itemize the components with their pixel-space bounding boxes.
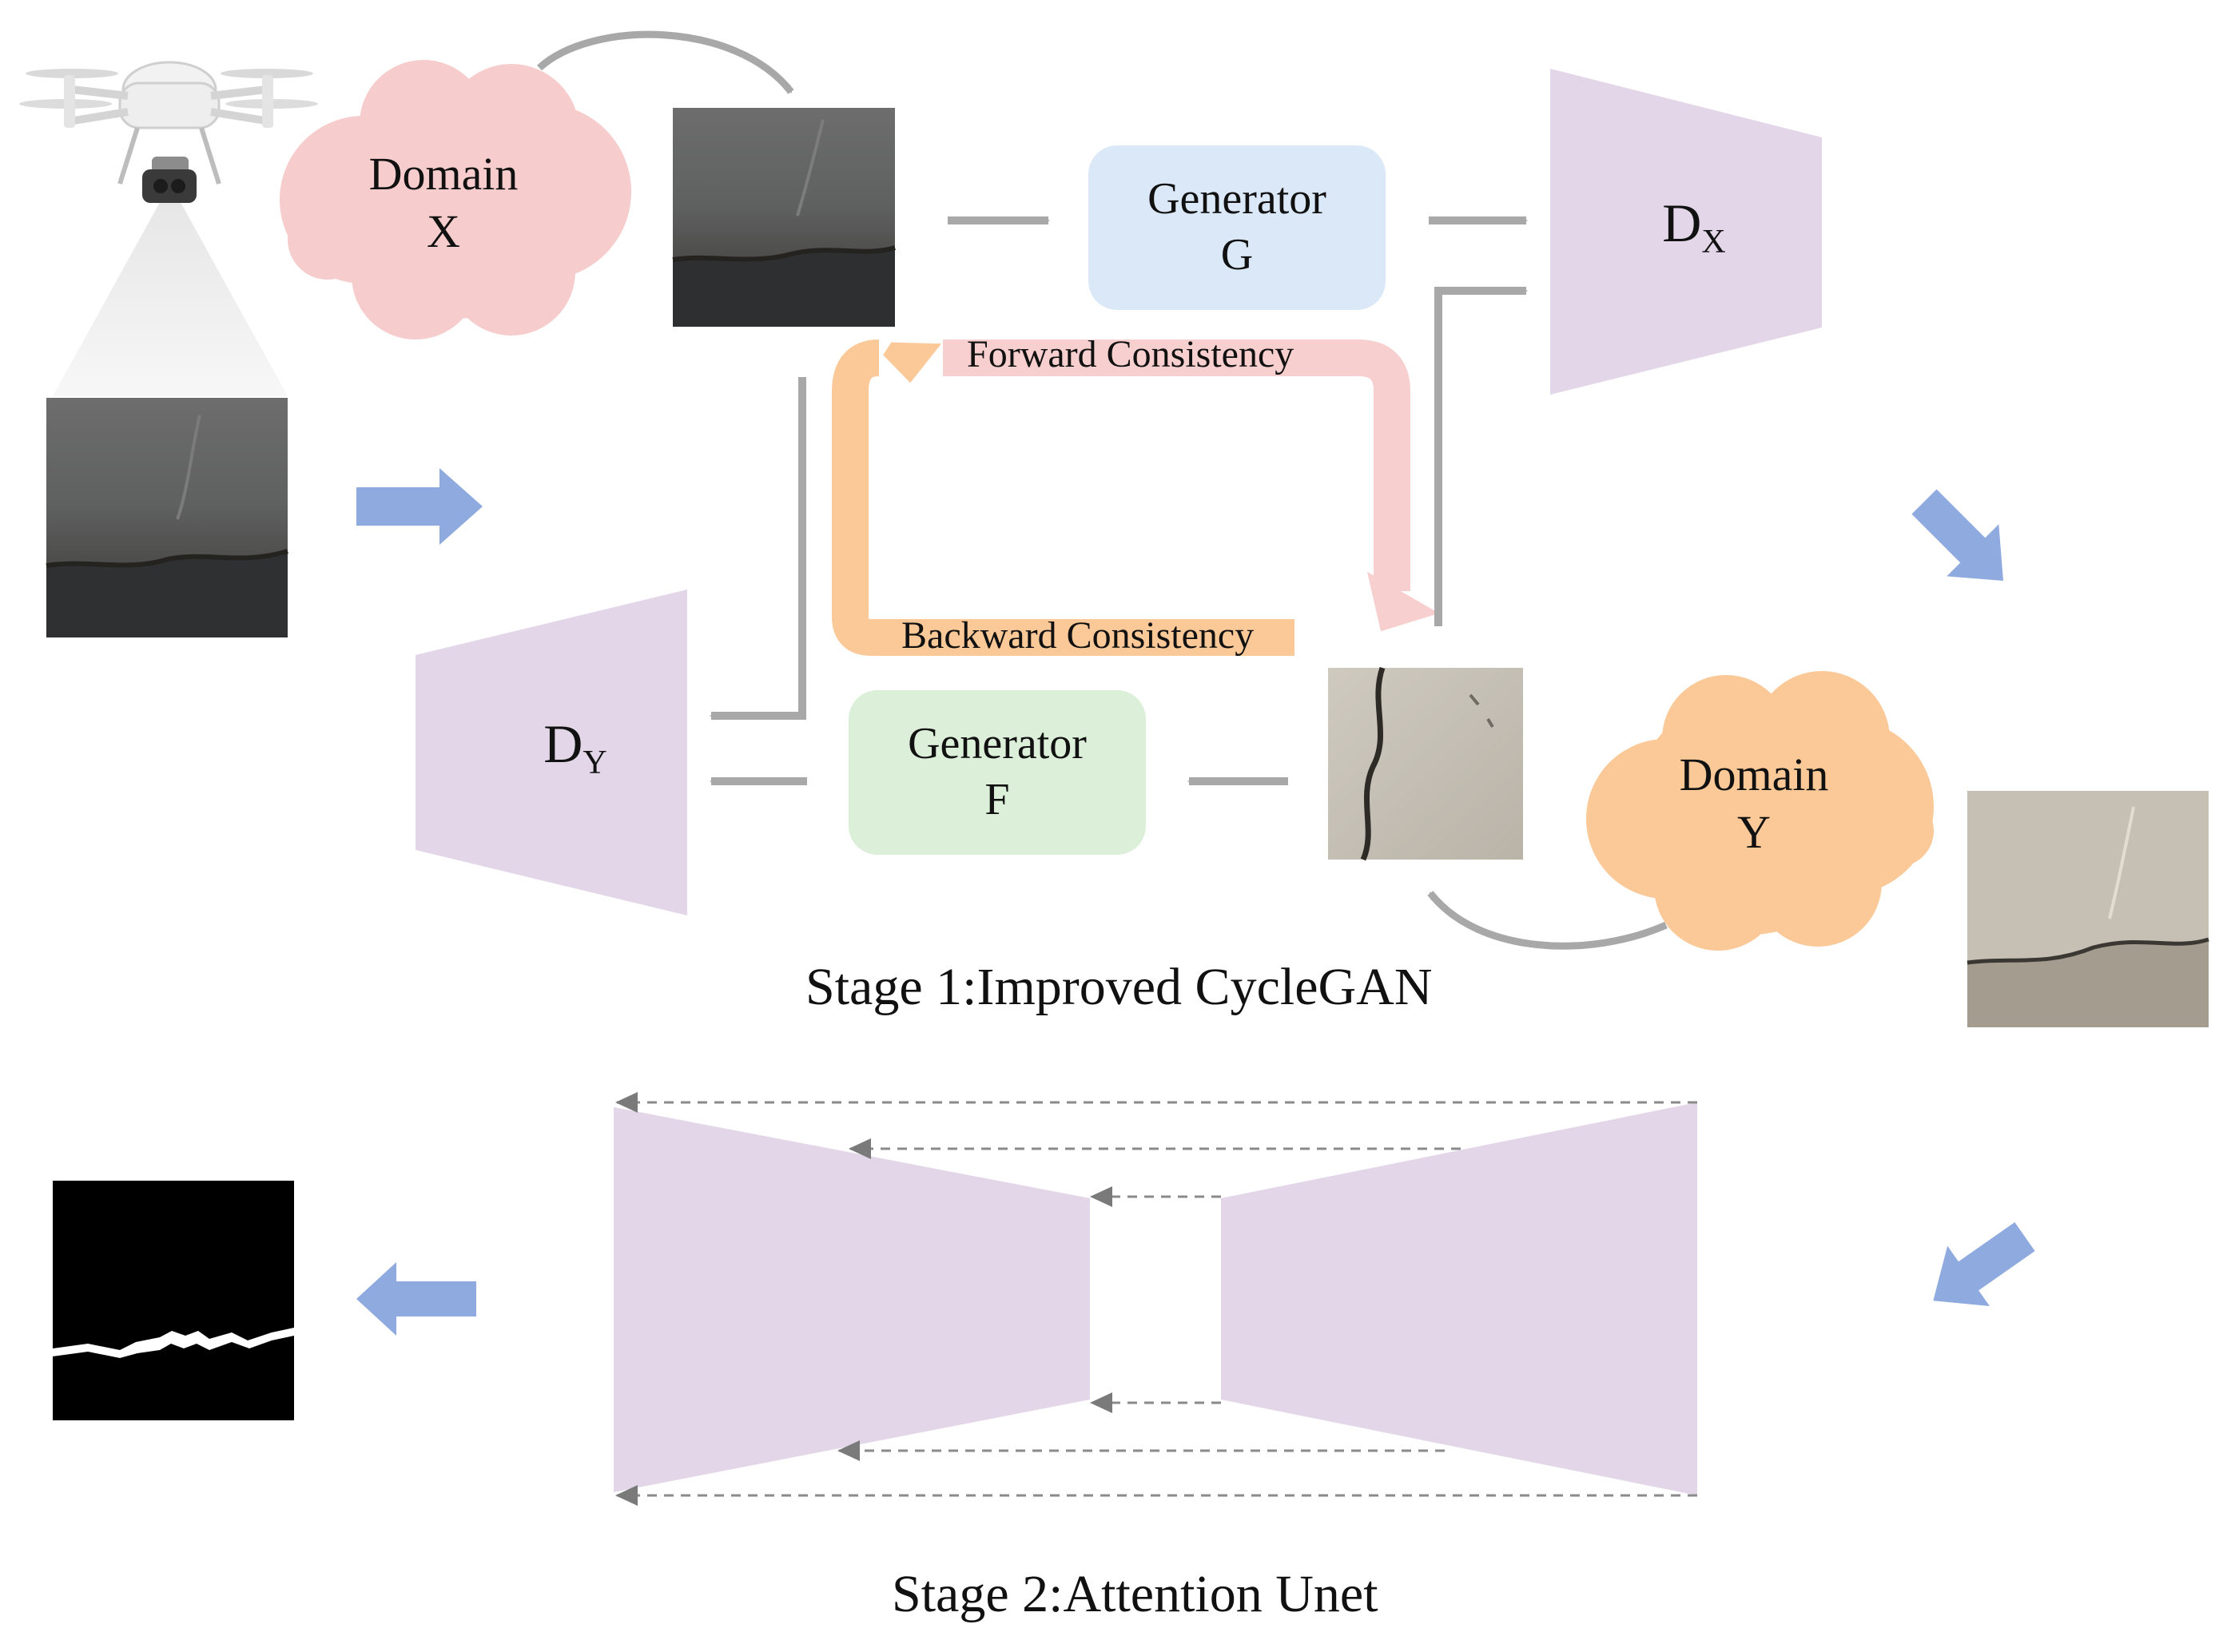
backward-consistency-arrow [832,340,1294,656]
unet-encoder [614,1107,1090,1492]
domain-x-title: Domain [368,148,519,200]
domain-x-cloud [280,60,631,340]
blue-arrow-down-left [1933,1221,2035,1307]
curve-arrow-domain-x [536,30,794,94]
input-aerial-image [46,398,288,637]
domain-x-label: Domain X [336,145,551,260]
domain-y-letter: Y [1737,806,1771,858]
domain-y-label: Domain Y [1646,746,1862,861]
discriminator-dx-shape [1550,69,1822,395]
unet-decoder [1221,1102,1697,1495]
curve-arrow-domain-y [1427,891,1668,950]
generator-g-label: Generator G [1088,171,1386,283]
domain-y-image [1328,666,1523,861]
domain-y-title: Domain [1679,749,1829,800]
stage-1-title: Stage 1:Improved CycleGAN [805,958,1433,1016]
blue-arrow-input [356,468,483,545]
discriminator-dx-main: D [1662,193,1702,253]
drone-icon [19,61,318,396]
backward-consistency-label: Backward Consistency [901,614,1255,657]
skip-connections [615,1092,1697,1506]
arrow-y-to-dx [1434,287,1528,626]
generator-f-letter: F [984,775,1010,824]
forward-consistency-label: Forward Consistency [967,333,1294,375]
segmentation-mask [53,1181,294,1420]
blue-arrow-output [356,1262,476,1336]
discriminator-dy-shape [416,590,687,915]
generator-g-letter: G [1220,230,1254,280]
discriminator-dy-label: DY [511,713,639,782]
generator-f-box [849,690,1146,855]
generator-f-label: Generator F [849,716,1146,828]
domain-x-image [672,108,896,327]
generator-g-title: Generator [1147,174,1326,224]
blue-arrow-down-right [1911,489,2003,581]
generator-f-title: Generator [908,719,1087,768]
arrow-x-to-dy [710,377,806,720]
forward-consistency-arrow [943,340,1440,632]
translated-image [1966,791,2209,1027]
domain-x-letter: X [427,205,460,257]
generator-g-box [1088,145,1386,310]
stage-2-title: Stage 2:Attention Unet [892,1565,1378,1623]
discriminator-dy-main: D [543,713,583,774]
domain-y-cloud [1586,671,1934,951]
discriminator-dx-label: DX [1630,192,1758,261]
discriminator-dx-sub: X [1701,224,1726,260]
discriminator-dy-sub: Y [583,745,607,781]
